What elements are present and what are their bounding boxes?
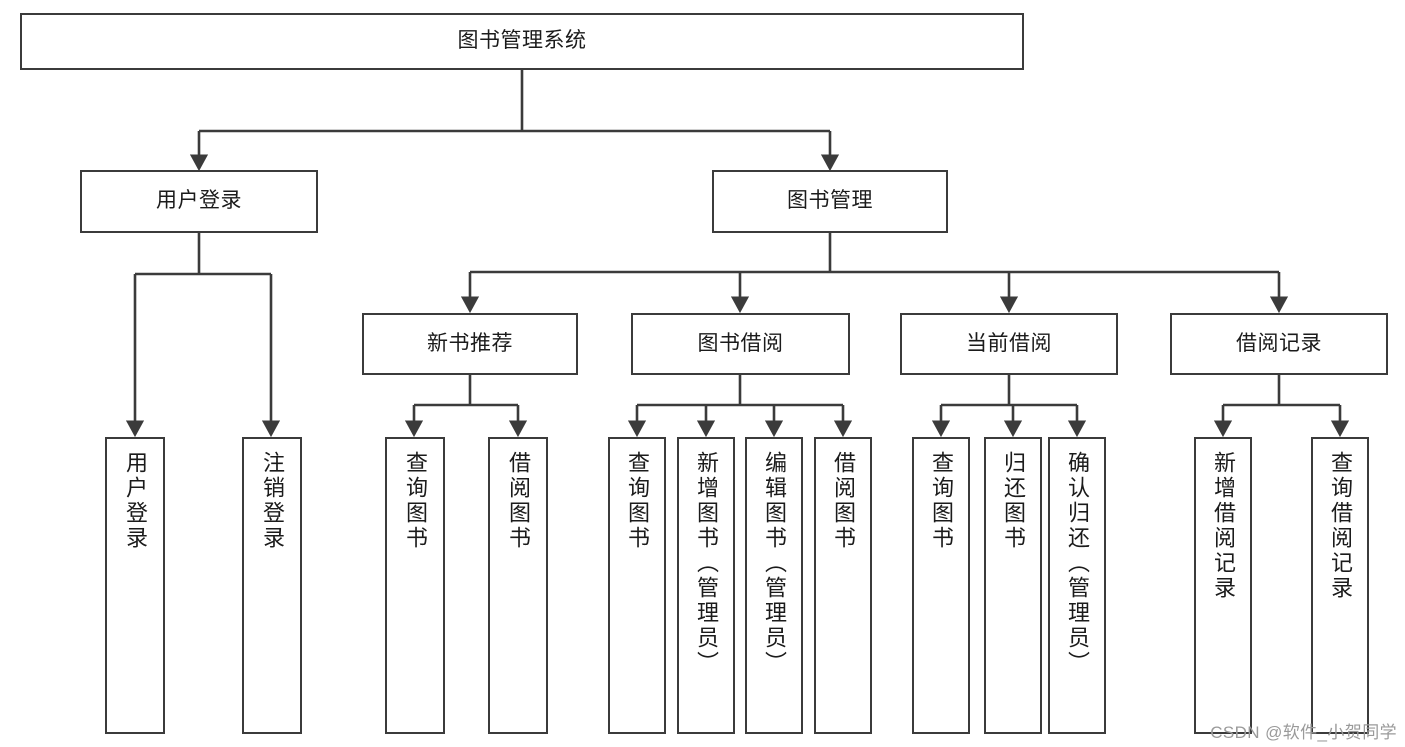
node-label: 编辑图书（管理员） [762, 451, 787, 676]
node-label: 查询借阅记录 [1328, 451, 1353, 601]
leaf-borrow-book-new-recommend[interactable]: 借阅图书 [488, 437, 548, 734]
node-user-login[interactable]: 用户登录 [80, 170, 318, 233]
node-label: 确认归还（管理员） [1065, 451, 1090, 676]
leaf-confirm-return-admin[interactable]: 确认归还（管理员） [1048, 437, 1106, 734]
node-label: 注销登录 [260, 451, 285, 551]
node-borrow-record[interactable]: 借阅记录 [1170, 313, 1388, 375]
node-label: 用户登录 [156, 189, 242, 213]
node-label: 用户登录 [123, 451, 148, 551]
node-new-book-recommend[interactable]: 新书推荐 [362, 313, 578, 375]
leaf-edit-book-admin[interactable]: 编辑图书（管理员） [745, 437, 803, 734]
leaf-logout-login[interactable]: 注销登录 [242, 437, 302, 734]
node-label: 借阅图书 [831, 451, 856, 551]
leaf-query-borrow-record[interactable]: 查询借阅记录 [1311, 437, 1369, 734]
leaf-add-borrow-record[interactable]: 新增借阅记录 [1194, 437, 1252, 734]
leaf-borrow-book[interactable]: 借阅图书 [814, 437, 872, 734]
leaf-add-book-admin[interactable]: 新增图书（管理员） [677, 437, 735, 734]
node-label: 查询图书 [403, 451, 428, 551]
leaf-query-book-new-recommend[interactable]: 查询图书 [385, 437, 445, 734]
leaf-query-book-borrow[interactable]: 查询图书 [608, 437, 666, 734]
node-label: 图书管理系统 [457, 29, 587, 53]
node-label: 借阅记录 [1236, 331, 1322, 355]
node-label: 新增借阅记录 [1211, 451, 1236, 601]
node-book-management[interactable]: 图书管理 [712, 170, 948, 233]
leaf-return-book[interactable]: 归还图书 [984, 437, 1042, 734]
csdn-watermark: CSDN @软件_小贺同学 [1210, 723, 1397, 742]
node-root-book-management-system[interactable]: 图书管理系统 [20, 13, 1024, 70]
node-label: 图书管理 [787, 189, 873, 213]
node-label: 查询图书 [929, 451, 954, 551]
node-current-borrow[interactable]: 当前借阅 [900, 313, 1118, 375]
node-book-borrow[interactable]: 图书借阅 [631, 313, 850, 375]
node-label: 当前借阅 [966, 331, 1052, 355]
node-label: 借阅图书 [506, 451, 531, 551]
leaf-query-book-current[interactable]: 查询图书 [912, 437, 970, 734]
node-label: 新增图书（管理员） [694, 451, 719, 676]
leaf-user-login[interactable]: 用户登录 [105, 437, 165, 734]
node-label: 图书借阅 [697, 331, 784, 355]
node-label: 查询图书 [625, 451, 650, 551]
node-label: 归还图书 [1001, 451, 1026, 551]
node-label: 新书推荐 [427, 331, 513, 355]
